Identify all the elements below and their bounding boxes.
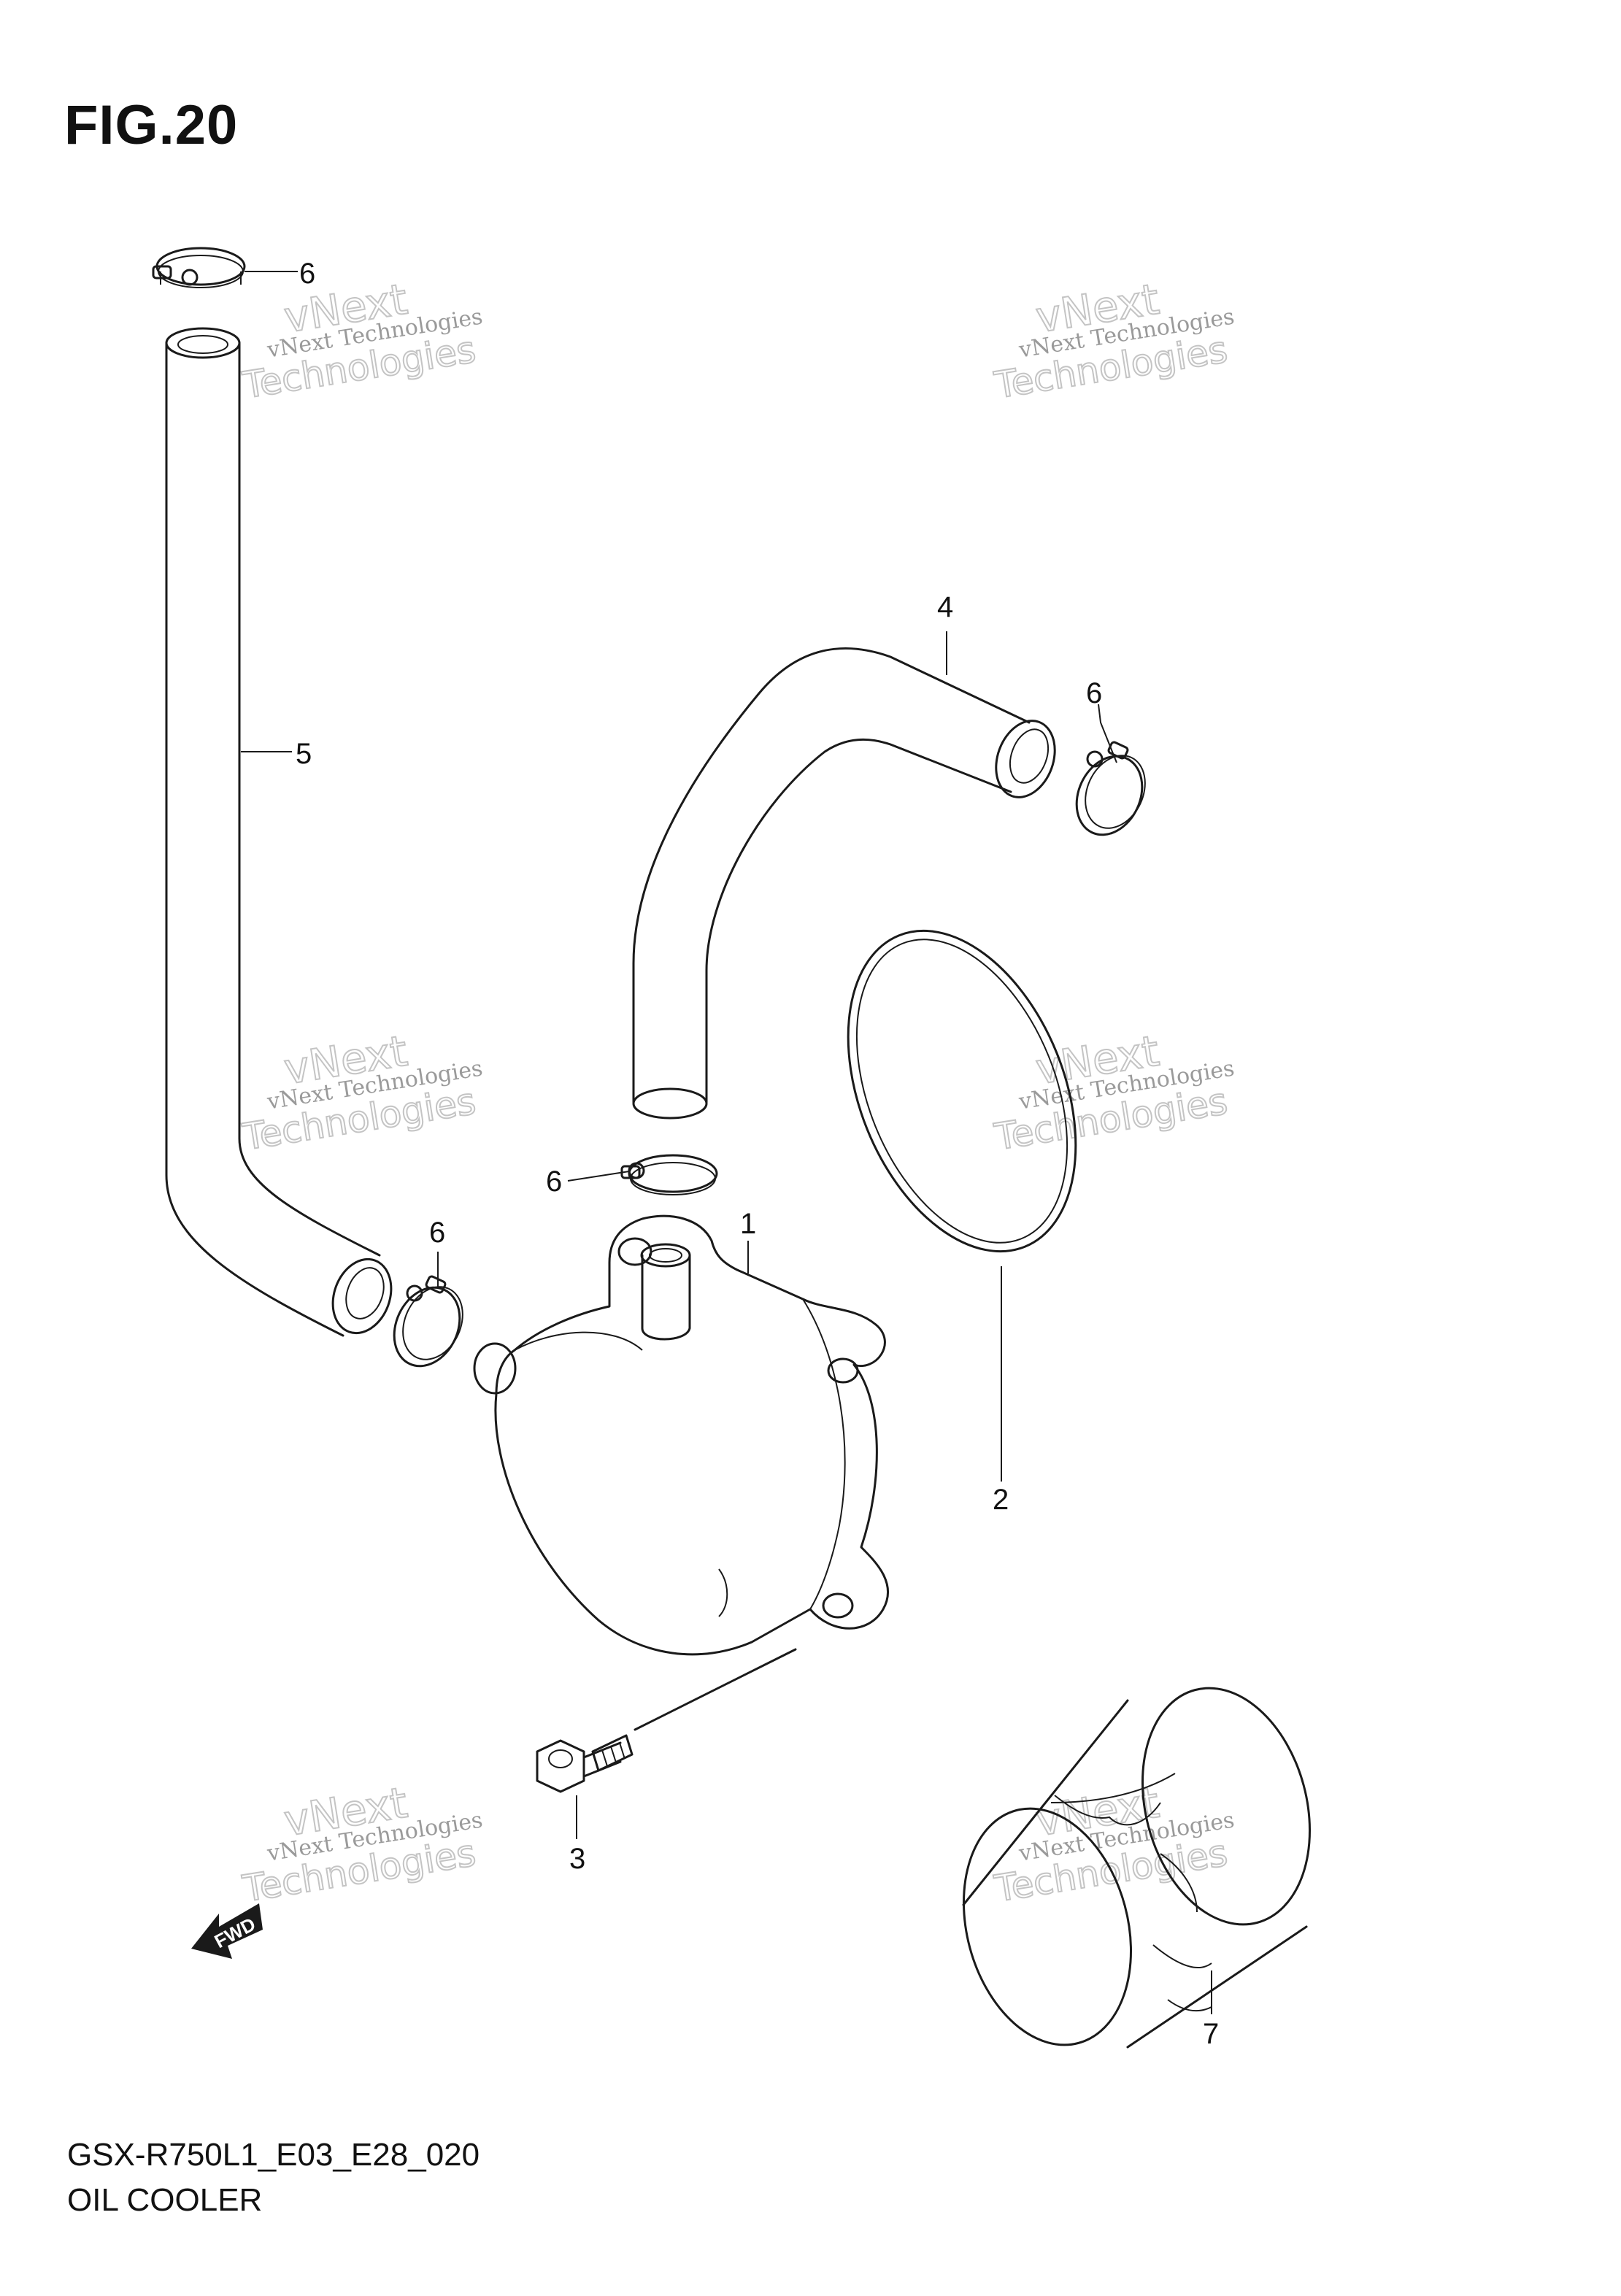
watermark: vNext Technologies vNext Technologies [239, 1777, 484, 1911]
callout-6: 6 [299, 258, 315, 290]
diagram-code: GSX-R750L1_E03_E28_020 [67, 2137, 480, 2173]
callout-1: 1 [740, 1208, 756, 1240]
callout-4: 4 [937, 591, 953, 623]
oil-filter [962, 1687, 1312, 2049]
bolt [536, 1734, 634, 1793]
clamp [1075, 741, 1146, 836]
watermark: vNext Technologies vNext Technologies [990, 1777, 1236, 1911]
leader-lines [241, 271, 1212, 2014]
watermark: vNext Technologies vNext Technologies [990, 1025, 1236, 1160]
oil-cooler [473, 1214, 889, 1731]
callout-7: 7 [1203, 2018, 1219, 2050]
callout-6: 6 [1086, 677, 1102, 709]
hose-long [165, 327, 393, 1337]
figure-title: FIG.20 [64, 94, 239, 156]
watermark: vNext Technologies vNext Technologies [239, 1025, 484, 1160]
hose-upper [632, 647, 1056, 1120]
callout-6: 6 [429, 1217, 445, 1249]
watermark: vNext Technologies vNext Technologies [239, 274, 484, 408]
clamp [393, 1275, 463, 1368]
callout-3: 3 [569, 1843, 585, 1875]
callout-2: 2 [993, 1484, 1009, 1516]
callout-6: 6 [546, 1166, 562, 1198]
diagram-name: OIL COOLER [67, 2182, 263, 2218]
o-ring [847, 929, 1077, 1253]
fwd-arrow-icon: FWD [191, 1903, 263, 1959]
clamp [620, 1154, 718, 1195]
watermark: vNext Technologies vNext Technologies [990, 274, 1236, 408]
callout-5: 5 [296, 738, 312, 770]
clamp [152, 247, 246, 288]
